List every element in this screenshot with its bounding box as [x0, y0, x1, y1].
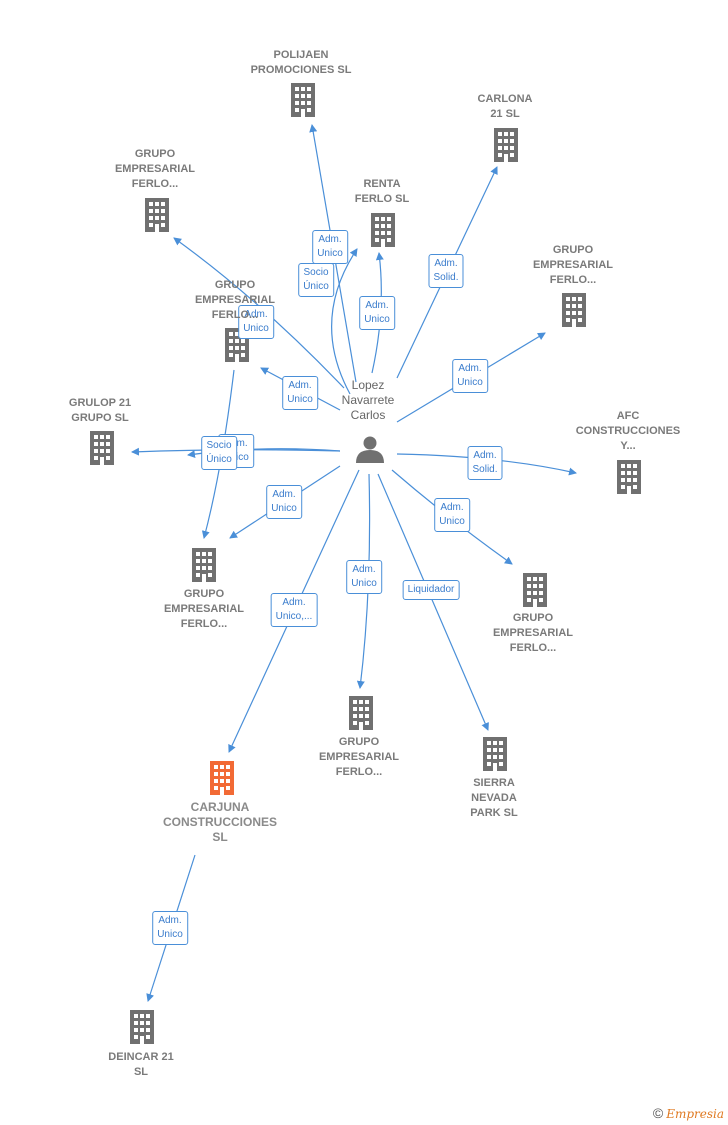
company-label-gef6[interactable]: GRUPO EMPRESARIAL FERLO... [318, 736, 400, 778]
relation-label-gef3[interactable]: Socio Único [298, 263, 334, 297]
afc-building-icon[interactable] [617, 460, 641, 494]
copyright-symbol: © [652, 1105, 664, 1121]
relation-label-afc[interactable]: Adm. Solid. [467, 446, 503, 480]
company-label-grulop[interactable]: GRULOP 21 GRUPO SL [68, 397, 132, 424]
relation-label-gef1[interactable]: Adm. Unico [238, 305, 274, 339]
polijaen-building-icon[interactable] [291, 83, 315, 117]
company-label-carjuna[interactable]: CARJUNA CONSTRUCCIONES SL [162, 800, 278, 844]
grulop-building-icon[interactable] [90, 431, 114, 465]
company-label-carlona[interactable]: CARLONA 21 SL [477, 93, 533, 120]
relation-label-polijaen[interactable]: Adm. Unico [312, 230, 348, 264]
relation-label-sierra[interactable]: Liquidador [402, 580, 460, 600]
relation-edge-sierra [377, 473, 489, 731]
company-label-afc[interactable]: AFC CONSTRUCCIONES Y... [575, 410, 681, 452]
footer-brand: ©Empresia [653, 1105, 724, 1121]
carjuna-building-icon[interactable] [210, 761, 234, 795]
relation-edge-gef3 [331, 248, 358, 395]
company-label-gef1[interactable]: GRUPO EMPRESARIAL FERLO... [114, 148, 196, 190]
relation-label-deincar[interactable]: Adm. Unico [152, 911, 188, 945]
brand-name: Empresia [666, 1107, 724, 1121]
sierra-building-icon[interactable] [483, 737, 507, 771]
company-label-gef4[interactable]: GRUPO EMPRESARIAL FERLO... [163, 588, 245, 630]
company-label-polijaen[interactable]: POLIJAEN PROMOCIONES SL [250, 49, 352, 76]
carlona-building-icon[interactable] [494, 128, 518, 162]
relation-label-gef6[interactable]: Adm. Unico [346, 560, 382, 594]
company-label-gef5[interactable]: GRUPO EMPRESARIAL FERLO... [492, 612, 574, 654]
relation-label-grulop[interactable]: Socio Único [201, 436, 237, 470]
person-name[interactable]: Lopez Navarrete Carlos [341, 378, 395, 422]
renta-building-icon[interactable] [371, 213, 395, 247]
nodes-layer [90, 83, 641, 1044]
gef2-building-icon[interactable] [562, 293, 586, 327]
gef6-building-icon[interactable] [349, 696, 373, 730]
relation-label-gef5[interactable]: Adm. Unico [434, 498, 470, 532]
deincar-building-icon[interactable] [130, 1010, 154, 1044]
relation-label-gef4[interactable]: Adm. Unico [266, 485, 302, 519]
gef4-building-icon[interactable] [192, 548, 216, 582]
company-label-renta[interactable]: RENTA FERLO SL [354, 178, 410, 205]
relation-label-gef3[interactable]: Adm. Unico [282, 376, 318, 410]
gef5-building-icon[interactable] [523, 573, 547, 607]
company-label-gef3[interactable]: GRUPO EMPRESARIAL FERLO... [194, 279, 276, 321]
company-label-deincar[interactable]: DEINCAR 21 SL [108, 1051, 174, 1078]
relation-label-gef2[interactable]: Adm. Unico [452, 359, 488, 393]
company-label-sierra[interactable]: SIERRA NEVADA PARK SL [470, 777, 518, 819]
gef1-building-icon[interactable] [145, 198, 169, 232]
relation-label-carjuna[interactable]: Adm. Unico,... [270, 593, 318, 627]
relation-label-renta[interactable]: Adm. Unico [359, 296, 395, 330]
relation-label-carlona[interactable]: Adm. Solid. [428, 254, 464, 288]
person-icon[interactable] [356, 436, 384, 464]
company-label-gef2[interactable]: GRUPO EMPRESARIAL FERLO... [532, 244, 614, 286]
